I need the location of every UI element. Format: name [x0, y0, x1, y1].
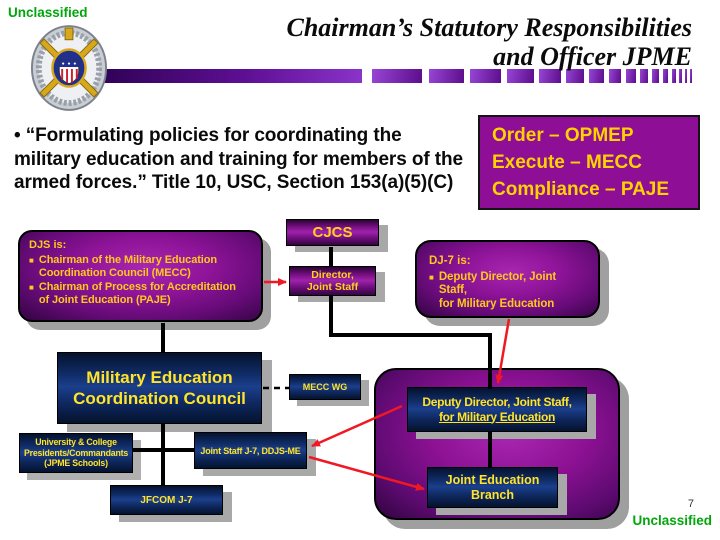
accent-bar-segment — [663, 69, 668, 83]
mecc-box: Military Education Coordination Council — [57, 352, 262, 424]
deputy-director-line2: for Military Education — [438, 409, 556, 424]
mecc-wg-box: MECC WG — [289, 374, 361, 400]
university-college-box: University & College Presidents/Commanda… — [19, 433, 133, 473]
accent-bar-segment — [539, 69, 561, 83]
djs-callout-item: ■ Chairman of the Military Education Coo… — [29, 254, 252, 280]
accent-bar-segment — [626, 69, 636, 83]
djs-callout-item: ■ Chairman of Process for Accreditation … — [29, 281, 252, 307]
accent-bar-segment — [685, 69, 687, 83]
page-number: 7 — [687, 498, 694, 510]
dj7-callout-box: DJ-7 is: ■ Deputy Director, Joint Staff,… — [415, 240, 600, 318]
compliance-line: Compliance – PAJE — [492, 179, 670, 200]
deputy-director-line1: Deputy Director, Joint Staff, — [422, 394, 572, 409]
joint-education-branch-box: Joint Education Branch — [427, 467, 558, 508]
accent-bar-segment — [640, 69, 648, 83]
cjcs-box: CJCS — [286, 219, 379, 246]
square-bullet-icon: ■ — [29, 256, 34, 265]
accent-bar-segment — [566, 69, 584, 83]
classification-banner-bottom: Unclassified — [632, 513, 712, 528]
jfcom-j7-box: JFCOM J-7 — [110, 485, 223, 515]
slide-title: Chairman’s Statutory Responsibilities an… — [286, 13, 692, 71]
accent-bar-segment — [609, 69, 621, 83]
accent-bar-segment — [507, 69, 534, 83]
accent-bar-segment — [672, 69, 676, 83]
classification-banner-top: Unclassified — [8, 5, 88, 20]
joint-staff-j7-box: Joint Staff J-7, DDJS-ME — [194, 432, 307, 469]
statute-bullet-text: • “Formulating policies for coordinating… — [14, 125, 463, 193]
djs-item-text: Chairman of Process for Accreditation of… — [38, 281, 236, 306]
accent-bar-segment — [679, 69, 682, 83]
djs-callout-title: DJS is: — [29, 239, 67, 251]
accent-bar-segment — [429, 69, 464, 83]
execute-line: Execute – MECC — [492, 152, 642, 173]
square-bullet-icon: ■ — [29, 283, 34, 292]
dj7-item-text: Deputy Director, Joint Staff, for Milita… — [438, 270, 557, 310]
accent-bar-segment — [690, 69, 692, 83]
djs-item-text: Chairman of the Military Education Coord… — [38, 254, 217, 279]
director-joint-staff-box: Director, Joint Staff — [289, 266, 376, 296]
dj7-callout-item: ■ Deputy Director, Joint Staff, for Mili… — [429, 271, 586, 312]
square-bullet-icon: ■ — [429, 272, 434, 282]
accent-bar-main — [100, 69, 362, 83]
accent-bar-segment — [470, 69, 501, 83]
accent-bar-segment — [589, 69, 604, 83]
deputy-director-box: Deputy Director, Joint Staff, for Milita… — [407, 387, 587, 432]
accent-bar-segment — [652, 69, 659, 83]
slide-title-line2: and Officer JPME — [493, 42, 692, 71]
accent-bar — [100, 69, 692, 83]
djs-callout-box: DJS is: ■ Chairman of the Military Educa… — [18, 230, 263, 322]
accent-bar-segment — [372, 69, 422, 83]
slide-title-line1: Chairman’s Statutory Responsibilities — [286, 13, 692, 42]
dj7-callout-title: DJ-7 is: — [429, 255, 471, 267]
order-execute-compliance-box: Order – OPMEP Execute – MECC Compliance … — [478, 115, 700, 210]
joint-chiefs-seal-icon — [30, 24, 108, 117]
order-line: Order – OPMEP — [492, 125, 634, 146]
